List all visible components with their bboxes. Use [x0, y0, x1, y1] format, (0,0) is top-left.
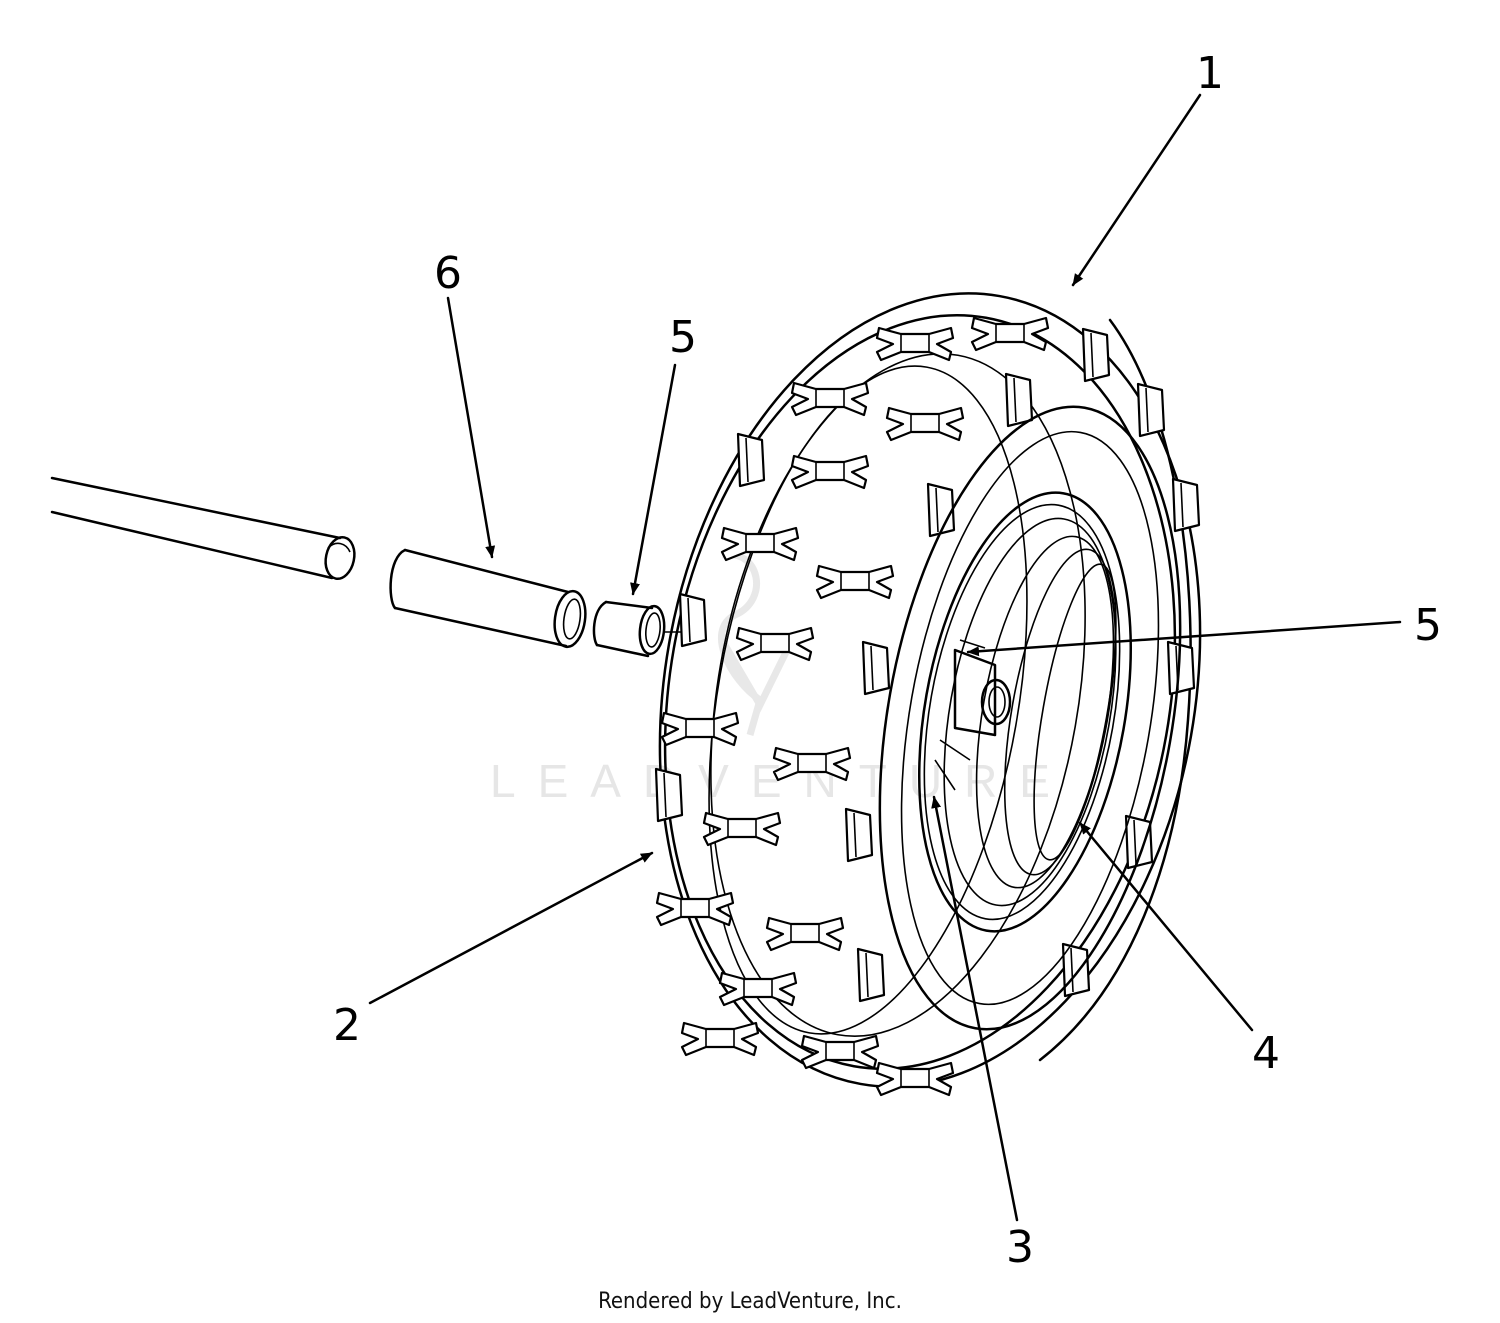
spacer-tube — [389, 548, 587, 649]
callout-6: 6 — [434, 248, 462, 299]
wheel-rim — [878, 405, 1182, 1031]
callout-2: 2 — [333, 1000, 361, 1051]
tire — [654, 292, 1202, 1097]
leadventure-watermark: LEADVENTURE — [490, 550, 1072, 807]
hub — [934, 639, 1012, 791]
callout-1: 1 — [1196, 48, 1224, 99]
leader-lines — [368, 93, 1402, 1222]
axle-shaft — [50, 476, 356, 580]
footer-credit: Rendered by LeadVenture, Inc. — [598, 1289, 902, 1314]
callout-5-bushing: 5 — [669, 312, 697, 363]
callouts: 1 2 3 4 5 5 6 — [333, 48, 1442, 1273]
watermark-text: LEADVENTURE — [490, 755, 1072, 807]
callout-5-hub: 5 — [1414, 600, 1442, 651]
callout-3: 3 — [1006, 1222, 1034, 1273]
callout-4: 4 — [1252, 1028, 1280, 1079]
bushing — [592, 600, 684, 658]
